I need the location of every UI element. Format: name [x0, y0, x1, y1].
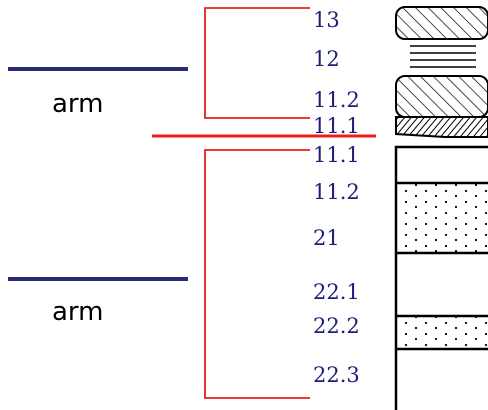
- lower-arm-bracket: [204, 149, 310, 399]
- upper-arm-bracket: [204, 7, 310, 119]
- band-label-11-2-lower: 11.2: [313, 180, 360, 204]
- band-13-shape: [395, 6, 488, 40]
- band-label-11-2-upper: 11.2: [313, 88, 360, 112]
- band-label-21: 21: [313, 226, 340, 250]
- band-label-12: 12: [313, 47, 340, 71]
- band-11-1-shape: [395, 116, 488, 138]
- lower-arm-label: arm: [52, 297, 104, 327]
- band-11-2-dotted-fill: [398, 183, 488, 253]
- band-11-2-shape: [395, 75, 488, 118]
- lower-band-dividers: [396, 181, 488, 351]
- bracket-lines: [204, 7, 310, 399]
- band-label-22-3: 22.3: [313, 363, 360, 387]
- band-label-11-1-upper: 11.1: [313, 114, 360, 138]
- upper-arm-chromatid: [395, 6, 488, 138]
- band-label-22-1: 22.1: [313, 280, 360, 304]
- band-22-2-dotted-fill: [398, 316, 488, 349]
- band-label-11-1-lower: 11.1: [313, 143, 360, 167]
- band-label-22-2: 22.2: [313, 314, 360, 338]
- band-label-13: 13: [313, 8, 340, 32]
- upper-arm-label: arm: [52, 89, 104, 119]
- band-12-shape: [410, 45, 476, 68]
- lower-arm-chromatid: [394, 145, 488, 410]
